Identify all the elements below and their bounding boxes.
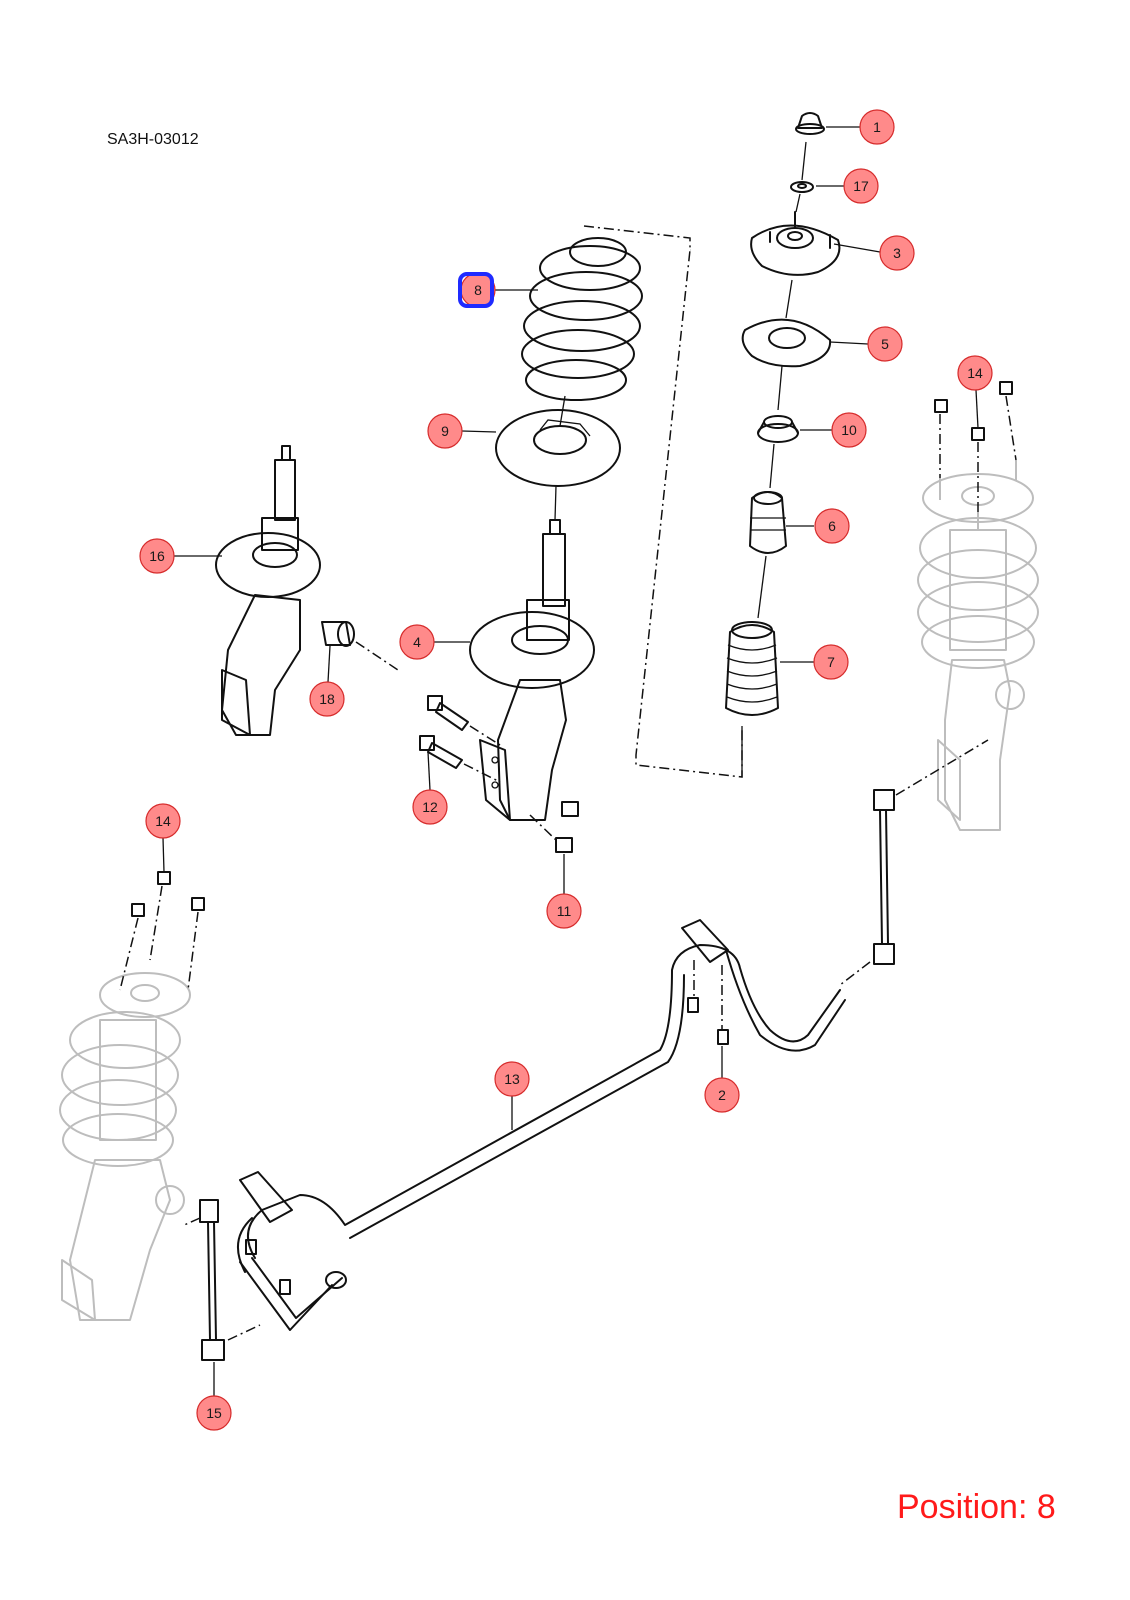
callout-label: 10: [841, 422, 857, 438]
part-7-dust-boot: [725, 621, 779, 716]
callout-label: 11: [557, 903, 572, 919]
callout-label: 18: [319, 691, 335, 707]
callout-14-left[interactable]: 14: [145, 803, 181, 839]
callout-6[interactable]: 6: [814, 508, 850, 544]
callout-label: 6: [828, 518, 836, 534]
part-11-nuts: [529, 801, 579, 853]
part-8-coil-spring: [521, 237, 643, 401]
position-indicator: Position: 8: [897, 1488, 1056, 1526]
callout-17[interactable]: 17: [843, 168, 879, 204]
callout-label: 5: [881, 336, 889, 352]
part-2-bracket-bolts: [239, 919, 729, 1295]
callout-1[interactable]: 1: [859, 109, 895, 145]
callout-label: 4: [413, 634, 421, 650]
callout-label: 16: [149, 548, 165, 564]
callout-label: 2: [718, 1087, 726, 1103]
callout-8[interactable]: 8: [458, 272, 496, 308]
part-14-nuts-left: [119, 871, 205, 991]
part-15-stabilizer-link-left: [181, 1199, 261, 1361]
part-12-bolts: [419, 695, 501, 783]
diagram-code: SA3H-03012: [107, 131, 199, 148]
callout-label: 15: [206, 1405, 222, 1421]
callout-7[interactable]: 7: [813, 644, 849, 680]
callout-9[interactable]: 9: [427, 413, 463, 449]
part-15-stabilizer-link-right: [839, 739, 989, 986]
part-16-strut-left: [215, 445, 321, 736]
callout-18[interactable]: 18: [309, 681, 345, 717]
callout-10[interactable]: 10: [831, 412, 867, 448]
callout-label: 14: [155, 813, 171, 829]
callout-2[interactable]: 2: [704, 1077, 740, 1113]
callout-label: 14: [967, 365, 983, 381]
callout-label: 8: [474, 282, 482, 298]
assembly-group-bracket: [583, 225, 743, 778]
callout-label: 12: [422, 799, 438, 815]
part-3-strut-mount: [750, 211, 841, 276]
callout-leaders: [162, 126, 979, 1396]
part-13-stabilizer-bar: [236, 944, 846, 1331]
selection-highlight: [458, 272, 494, 308]
part-1-top-nut: [795, 112, 825, 135]
part-17-washer: [790, 181, 814, 193]
ghost-strut-assembly-left: [59, 972, 191, 1321]
callout-label: 1: [873, 119, 881, 135]
part-4-strut: [469, 519, 595, 821]
part-9-spring-seat: [495, 409, 621, 487]
callout-label: 9: [441, 423, 449, 439]
callout-label: 7: [827, 654, 835, 670]
callout-label: 17: [853, 178, 869, 194]
callout-14-right[interactable]: 14: [957, 355, 993, 391]
callout-13[interactable]: 13: [494, 1061, 530, 1097]
callout-11[interactable]: 11: [546, 893, 582, 929]
callout-3[interactable]: 3: [879, 235, 915, 271]
axis-lines: [554, 141, 807, 777]
callout-4[interactable]: 4: [399, 624, 435, 660]
callout-15[interactable]: 15: [196, 1395, 232, 1431]
callout-12[interactable]: 12: [412, 789, 448, 825]
callout-label: 3: [893, 245, 901, 261]
callout-label: 13: [504, 1071, 520, 1087]
part-14-nuts-right: [934, 381, 1017, 512]
ghost-strut-assembly-right: [917, 460, 1039, 831]
part-18-bushing: [321, 621, 399, 671]
part-6-bump-stop: [749, 491, 787, 554]
callout-5[interactable]: 5: [867, 326, 903, 362]
part-10-bump-ring: [757, 415, 799, 443]
part-5-bearing-plate: [741, 318, 832, 368]
callout-16[interactable]: 16: [139, 538, 175, 574]
